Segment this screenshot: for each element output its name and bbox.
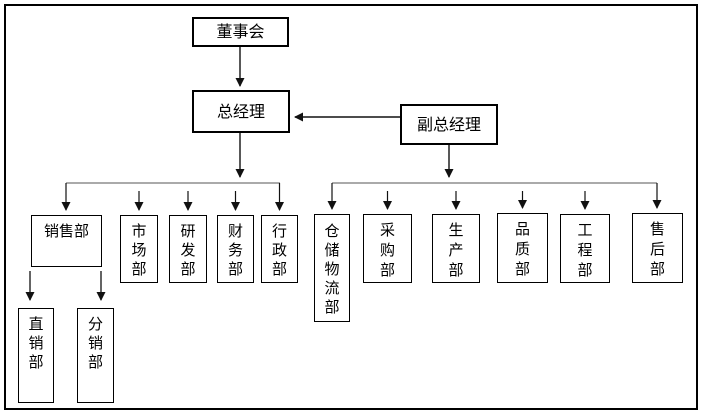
- node-production: 生 产 部: [432, 214, 480, 283]
- node-marketing-label: 市 场 部: [131, 222, 147, 278]
- node-administration-label: 行 政 部: [271, 222, 287, 278]
- node-board: 董事会: [192, 17, 289, 47]
- node-board-label: 董事会: [216, 22, 265, 42]
- node-finance-label: 财 务 部: [227, 222, 243, 278]
- node-direct-sales: 直 销 部: [18, 308, 54, 403]
- node-distribution-sales: 分 销 部: [77, 308, 114, 403]
- node-finance: 财 务 部: [217, 215, 254, 283]
- node-engineering: 工 程 部: [560, 214, 610, 283]
- node-production-label: 生 产 部: [448, 221, 464, 279]
- node-quality-label: 品 质 部: [514, 220, 530, 278]
- node-general-manager-label: 总经理: [216, 101, 265, 121]
- node-general-manager: 总经理: [192, 90, 290, 133]
- node-quality: 品 质 部: [497, 213, 548, 283]
- node-marketing: 市 场 部: [120, 215, 158, 283]
- node-engineering-label: 工 程 部: [577, 221, 593, 279]
- node-after-sales-label: 售 后 部: [649, 220, 665, 278]
- node-distribution-sales-label: 分 销 部: [87, 315, 103, 371]
- node-purchasing: 采 购 部: [363, 214, 412, 283]
- node-administration: 行 政 部: [261, 215, 298, 283]
- node-warehouse-logistics-label: 仓 储 物 流 部: [324, 222, 340, 316]
- node-research-development-label: 研 发 部: [180, 222, 196, 278]
- node-purchasing-label: 采 购 部: [379, 221, 395, 279]
- node-direct-sales-label: 直 销 部: [28, 315, 44, 371]
- node-deputy-general-manager: 副总经理: [400, 104, 498, 145]
- node-deputy-general-manager-label: 副总经理: [416, 114, 481, 134]
- node-warehouse-logistics: 仓 储 物 流 部: [314, 214, 350, 322]
- node-after-sales: 售 后 部: [632, 213, 683, 283]
- chart-border-frame: [4, 4, 698, 410]
- node-research-development: 研 发 部: [169, 215, 207, 283]
- node-sales-label: 销售部: [43, 222, 89, 240]
- node-sales: 销售部: [31, 215, 102, 267]
